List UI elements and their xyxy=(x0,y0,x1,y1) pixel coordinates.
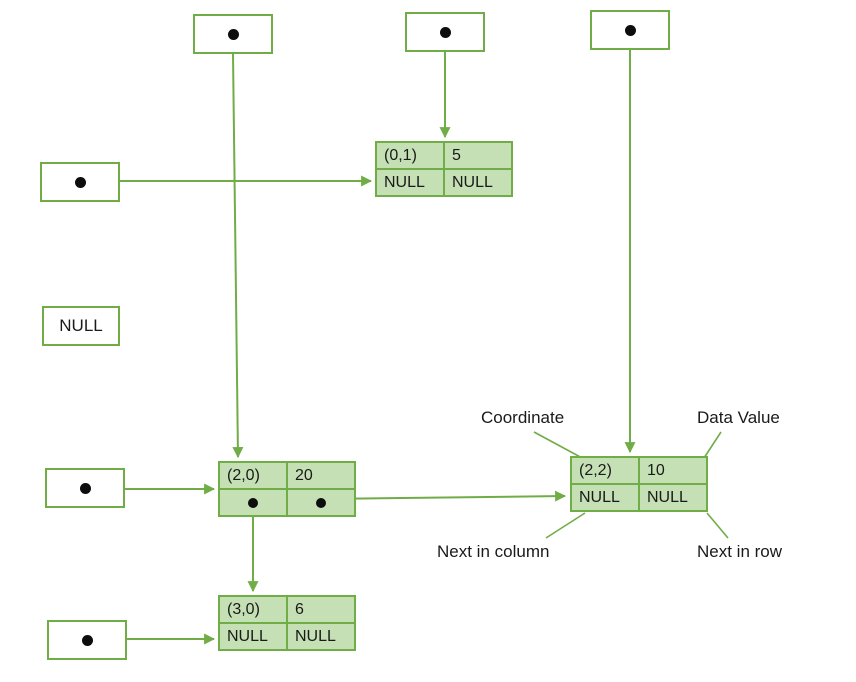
col-head-pointer-2 xyxy=(590,10,670,50)
next-in-column-text: NULL xyxy=(384,173,425,191)
col-head-pointer-0 xyxy=(193,14,273,54)
row-head-pointer-3 xyxy=(47,620,127,660)
label-next-in-row: Next in row xyxy=(697,542,783,561)
pointer-dot xyxy=(624,24,636,36)
pointer-dot xyxy=(81,634,93,646)
next-in-column-text: NULL xyxy=(579,488,620,506)
pointer-dot xyxy=(248,497,258,508)
pointer-dot xyxy=(439,26,451,38)
coord-text: (2,0) xyxy=(227,466,260,484)
next-in-row-text: NULL xyxy=(295,627,336,645)
callout-line-next-in-row xyxy=(706,512,729,539)
callout-line-coordinate xyxy=(533,431,585,460)
pointer-dot xyxy=(316,497,326,508)
next-in-row-cell: NULL xyxy=(640,485,706,510)
coord-text: (3,0) xyxy=(227,600,260,618)
pointer-dot xyxy=(227,28,239,40)
value-cell: 10 xyxy=(640,458,706,483)
null-head-box: NULL xyxy=(42,306,120,346)
value-text: 6 xyxy=(295,600,304,618)
value-cell: 6 xyxy=(288,597,354,622)
node-3-0: (3,0) 6 NULL NULL xyxy=(218,595,356,651)
node-2-0: (2,0) 20 xyxy=(218,461,356,517)
coord-cell: (3,0) xyxy=(220,597,286,622)
next-in-row-cell: NULL xyxy=(445,170,511,195)
next-in-column-cell: NULL xyxy=(220,624,286,649)
coord-text: (0,1) xyxy=(384,146,417,164)
label-next-in-column: Next in column xyxy=(437,542,550,561)
coord-text: (2,2) xyxy=(579,461,612,479)
next-in-column-text: NULL xyxy=(227,627,268,645)
value-text: 5 xyxy=(452,146,461,164)
coord-cell: (2,0) xyxy=(220,463,286,488)
coord-cell: (0,1) xyxy=(377,143,443,168)
node-0-1: (0,1) 5 NULL NULL xyxy=(375,141,513,197)
row-head-pointer-2 xyxy=(45,468,125,508)
value-text: 20 xyxy=(295,466,313,484)
next-in-row-text: NULL xyxy=(452,173,493,191)
callout-line-data-value xyxy=(703,431,722,459)
coord-cell: (2,2) xyxy=(572,458,638,483)
value-cell: 5 xyxy=(445,143,511,168)
value-text: 10 xyxy=(647,461,665,479)
arrow-col-head-0-to-node-2-0 xyxy=(232,53,244,459)
value-cell: 20 xyxy=(288,463,354,488)
row-head-pointer-0 xyxy=(40,162,120,202)
label-data-value: Data Value xyxy=(697,408,780,427)
next-in-column-cell xyxy=(220,490,286,515)
label-coordinate: Coordinate xyxy=(481,408,565,427)
callout-line-next-in-column xyxy=(545,512,586,539)
next-in-row-cell xyxy=(288,490,354,515)
next-in-row-cell: NULL xyxy=(288,624,354,649)
next-in-row-text: NULL xyxy=(647,488,688,506)
pointer-dot xyxy=(74,176,86,188)
arrow-node-2-0-right-to-node-2-2 xyxy=(322,490,567,502)
pointer-dot xyxy=(79,482,91,494)
next-in-column-cell: NULL xyxy=(377,170,443,195)
col-head-pointer-1 xyxy=(405,12,485,52)
node-2-2: (2,2) 10 NULL NULL xyxy=(570,456,708,512)
next-in-column-cell: NULL xyxy=(572,485,638,510)
null-label: NULL xyxy=(59,316,103,335)
